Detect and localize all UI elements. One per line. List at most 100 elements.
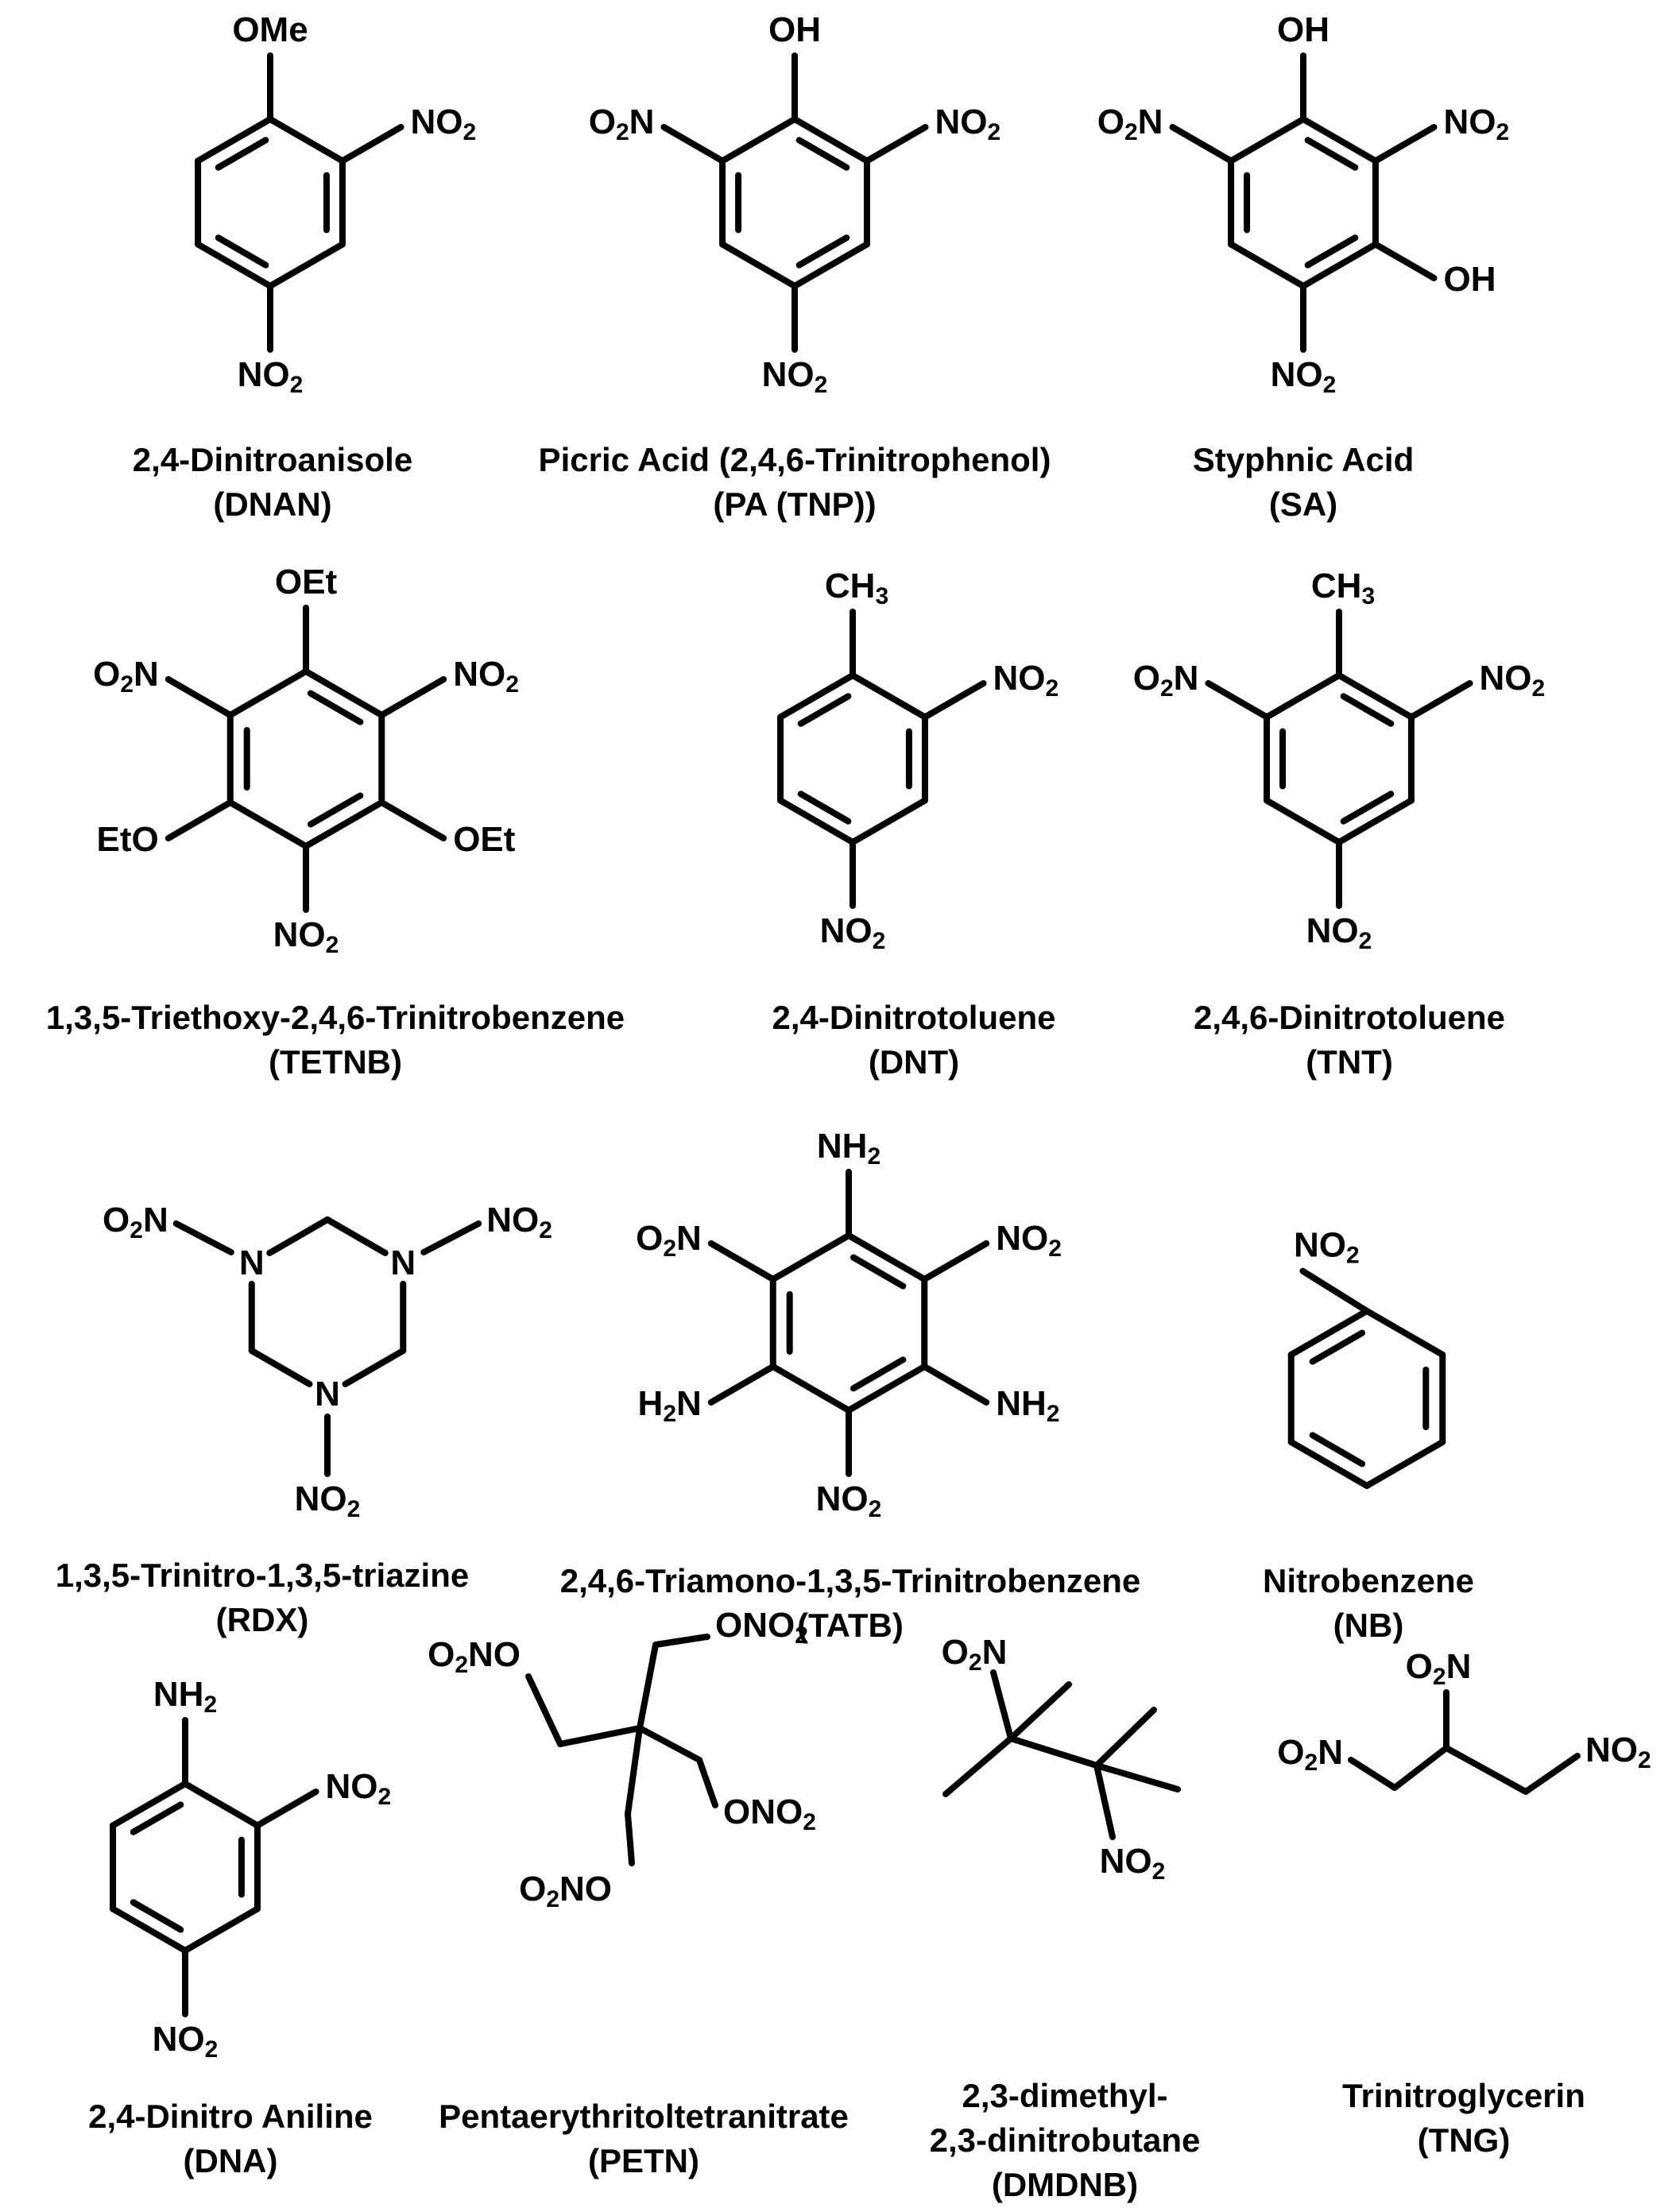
bond-line [1391,1745,1449,1791]
atom-label: O2N [589,102,655,145]
caption-abbr: (TNG) [1417,2121,1511,2159]
bond-line [652,1634,710,1648]
caption-name: Trinitroglycerin [1342,2077,1585,2114]
atom-label: OMe [232,10,308,49]
substituent-bond [420,1220,482,1255]
atom-label: NO2 [1444,102,1510,145]
atom-label: O2N [93,655,159,698]
ring-double-bond [1340,693,1395,727]
atom-label: NO2 [411,102,477,145]
atom-label: OH [1277,10,1329,49]
caption-abbr: (PETN) [587,2142,699,2179]
substituent-bond [1205,679,1271,721]
caption-name: 2,4-Dinitro Aniline [88,2098,373,2135]
bond-line [637,1725,702,1763]
substituent-bond [1169,123,1235,164]
ring-bond [110,1905,188,1954]
ring-bond [719,116,798,164]
atom-label: OEt [275,563,338,601]
ring-double-bond [1304,234,1359,269]
atom-label: ONO2 [723,1792,816,1835]
ring-bond [850,797,928,845]
caption-name: Picric Acid (2,4,6-Trinitrophenol) [538,441,1051,478]
ring-bond [248,1348,313,1387]
substituent-bond [863,123,929,164]
caption-abbr: (DMDNB) [991,2166,1139,2203]
ring-bond [1336,672,1415,721]
ring-bond [324,1216,389,1256]
bond-line [1008,1681,1072,1742]
atom-label: N [239,1243,265,1282]
ring-bond [342,1348,407,1387]
substituent-bond [254,1788,319,1829]
ring-bond [195,241,273,289]
substituent-bond [378,675,447,718]
ring-bond [1336,797,1415,845]
ring-double-bond [1309,1432,1366,1468]
bond-line [557,1725,643,1747]
ring-bond [110,1781,188,1829]
substituent-bond [339,123,404,164]
substituent-bond [164,799,234,842]
atom-label: OH [1444,260,1496,299]
ring-bond [182,1905,261,1954]
ring-bond [1300,116,1379,164]
caption-abbr: (RDX) [215,1601,309,1638]
bond-line [625,1725,643,1817]
atom-label: NO2 [816,1479,882,1522]
atom-label: CH3 [825,567,888,609]
caption-abbr: (DNA) [183,2142,278,2179]
ring-bond [850,672,928,721]
atom-label: O2N [103,1201,168,1243]
atom-label: O2NO [519,1870,612,1912]
ring-bond [1228,116,1306,164]
ring-bond [1264,797,1342,845]
caption-name: 2,4-Dinitroanisole [132,441,413,478]
ring-bond [226,668,309,718]
ring-bond [791,241,870,289]
atom-label: NO2 [996,1219,1062,1262]
caption-abbr: (SA) [1268,485,1338,523]
atom-label: NO2 [1100,1842,1166,1885]
ring-bond [1264,672,1342,721]
caption-abbr: (TATB) [797,1607,904,1644]
ring-bond [195,116,273,164]
atom-label: NO2 [820,911,886,954]
atom-label: O2N [636,1219,702,1262]
caption-nb: Nitrobenzene(NB) [1263,1559,1474,1648]
ring-double-bond [215,234,269,269]
substituent-bond [921,679,987,721]
caption-name: 2,4,6-Dinitrotoluene [1193,999,1506,1036]
ring-bond [769,1232,852,1282]
atom-label: NO2 [1480,659,1546,702]
ring-bond [1364,1308,1446,1358]
atom-label: NO2 [273,915,339,958]
bond-line [1008,1735,1100,1769]
caption-dnt: 2,4-Dinitrotoluene(DNT) [772,996,1055,1085]
caption-abbr: (NB) [1333,1607,1404,1644]
ring-bond [1287,1308,1370,1358]
ring-bond [266,1216,331,1256]
atom-label: NO2 [453,655,519,698]
atom-label: NO2 [1294,1225,1360,1268]
caption-name: Styphnic Acid [1192,441,1415,478]
atom-label: NO2 [1306,911,1372,954]
atom-label: O2N [1277,1733,1343,1776]
substituent-bond [921,1363,990,1406]
ring-bond [1228,241,1306,289]
atom-label: NO2 [238,355,304,398]
atom-label: NH2 [817,1127,881,1170]
bond-line [696,1757,718,1808]
ring-bond [777,672,856,721]
caption-dmdnb: 2,3-dimethyl-2,3-dinitrobutane(DMDNB) [930,2074,1201,2207]
ring-double-bond [130,1801,184,1835]
bond-line [942,1735,1014,1797]
ring-bond [303,668,385,718]
substituent-bond [660,123,726,164]
bond-line [1443,1745,1529,1795]
ring-double-bond [797,693,852,727]
